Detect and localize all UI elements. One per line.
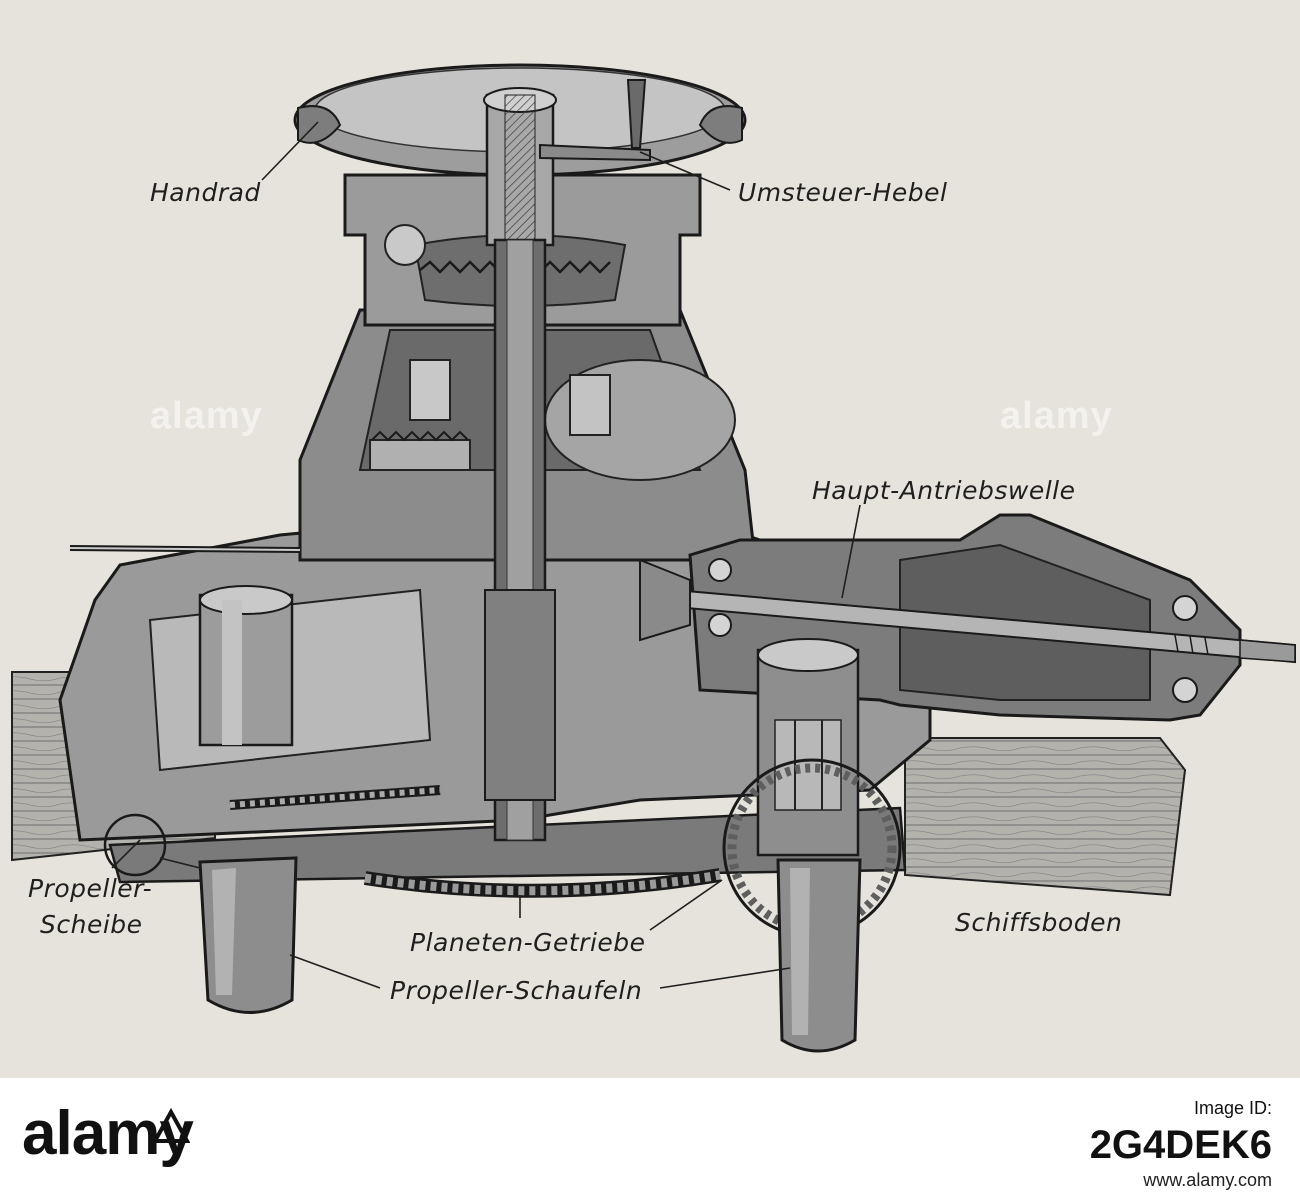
leader-lines: [111, 121, 861, 989]
propeller-blade-right: [776, 858, 862, 1053]
watermark-right: alamy: [1000, 395, 1113, 437]
image-id-label: Image ID:: [1193, 1098, 1272, 1118]
ship-bottom-right: [904, 737, 1187, 897]
label-umsteuer-hebel: Umsteuer-Hebel: [738, 178, 948, 207]
voith-schneider-propeller-cutaway-drawing: [11, 63, 1296, 1053]
label-schiffsboden: Schiffsboden: [955, 908, 1123, 937]
central-shaft: [484, 238, 556, 842]
label-planeten-getriebe: Planeten-Getriebe: [410, 928, 646, 957]
label-propeller-scheibe-line2: Scheibe: [40, 910, 143, 939]
site-url: www.alamy.com: [1143, 1170, 1272, 1190]
reversing-lever: [539, 79, 651, 162]
label-propeller-schaufeln: Propeller-Schaufeln: [390, 976, 643, 1005]
control-rod: [69, 545, 301, 553]
label-handrad: Handrad: [150, 178, 261, 207]
brand-mark-icon: [152, 1108, 190, 1143]
brand-logo: alamy: [22, 1099, 194, 1168]
image-id: 2G4DEK6: [1089, 1123, 1272, 1167]
label-haupt-antriebswelle: Haupt-Antriebswelle: [812, 476, 1076, 505]
image-id-block: Image ID: 2G4DEK6: [1090, 1098, 1272, 1168]
label-propeller-scheibe-line1: Propeller-: [28, 874, 153, 903]
bevel-pinion: [639, 558, 691, 642]
left-propeller-column: [198, 585, 294, 747]
right-propeller-column: [756, 638, 860, 857]
watermark-left: alamy: [150, 395, 263, 437]
propeller-blade-left: [198, 856, 298, 1014]
inner-planet-gear: [369, 359, 471, 471]
stock-footer: alamy Image ID: 2G4DEK6 www.alamy.com: [0, 1078, 1300, 1197]
